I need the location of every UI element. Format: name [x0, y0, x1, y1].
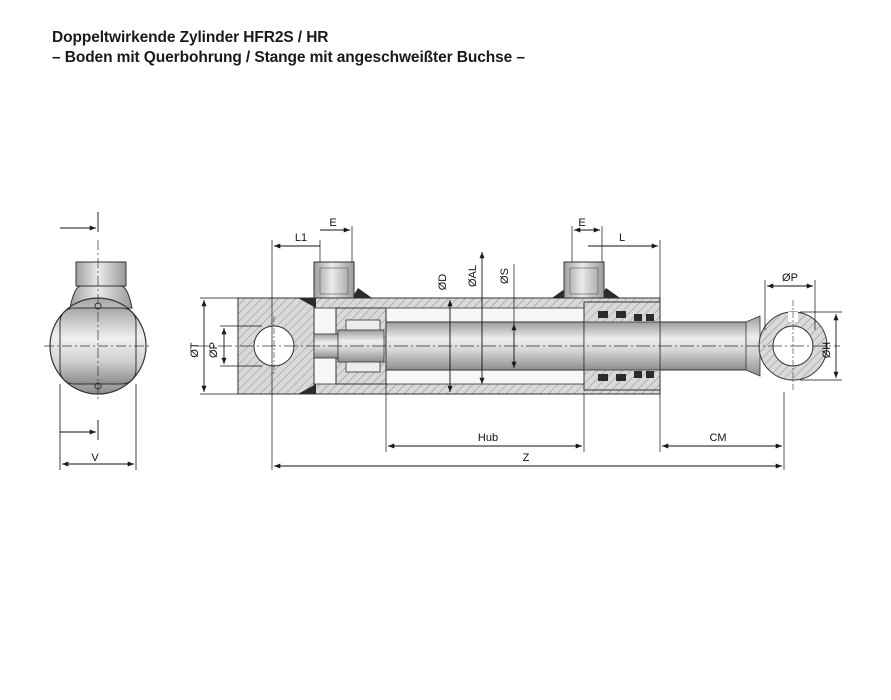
end-view: V	[44, 212, 152, 470]
dim-z-label: Z	[523, 452, 530, 464]
dim-oh-label: ØH	[821, 342, 833, 359]
cylinder-section-view: L1 E E L ØD ØAL ØS ØT ØP	[189, 217, 842, 470]
dim-op-right-label: ØP	[782, 272, 798, 284]
dim-e-right-label: E	[578, 217, 585, 229]
dim-oal-label: ØAL	[467, 265, 479, 287]
title-line-1: Doppeltwirkende Zylinder HFR2S / HR	[52, 29, 329, 46]
dim-e-left-label: E	[329, 217, 336, 229]
dim-op-left-label: ØP	[208, 342, 220, 358]
dim-v-label: V	[91, 452, 99, 464]
end-view-port	[75, 261, 127, 287]
dim-l1-label: L1	[295, 232, 307, 244]
drawing-title: Doppeltwirkende Zylinder HFR2S / HR – Bo…	[52, 28, 525, 68]
dim-ot-label: ØT	[189, 342, 201, 358]
dim-cm-label: CM	[709, 432, 726, 444]
title-line-2: – Boden mit Querbohrung / Stange mit ang…	[52, 49, 525, 66]
dim-hub-label: Hub	[478, 432, 498, 444]
dim-os-label: ØS	[499, 268, 511, 284]
dim-od-label: ØD	[437, 274, 449, 291]
dim-l-label: L	[619, 232, 625, 244]
